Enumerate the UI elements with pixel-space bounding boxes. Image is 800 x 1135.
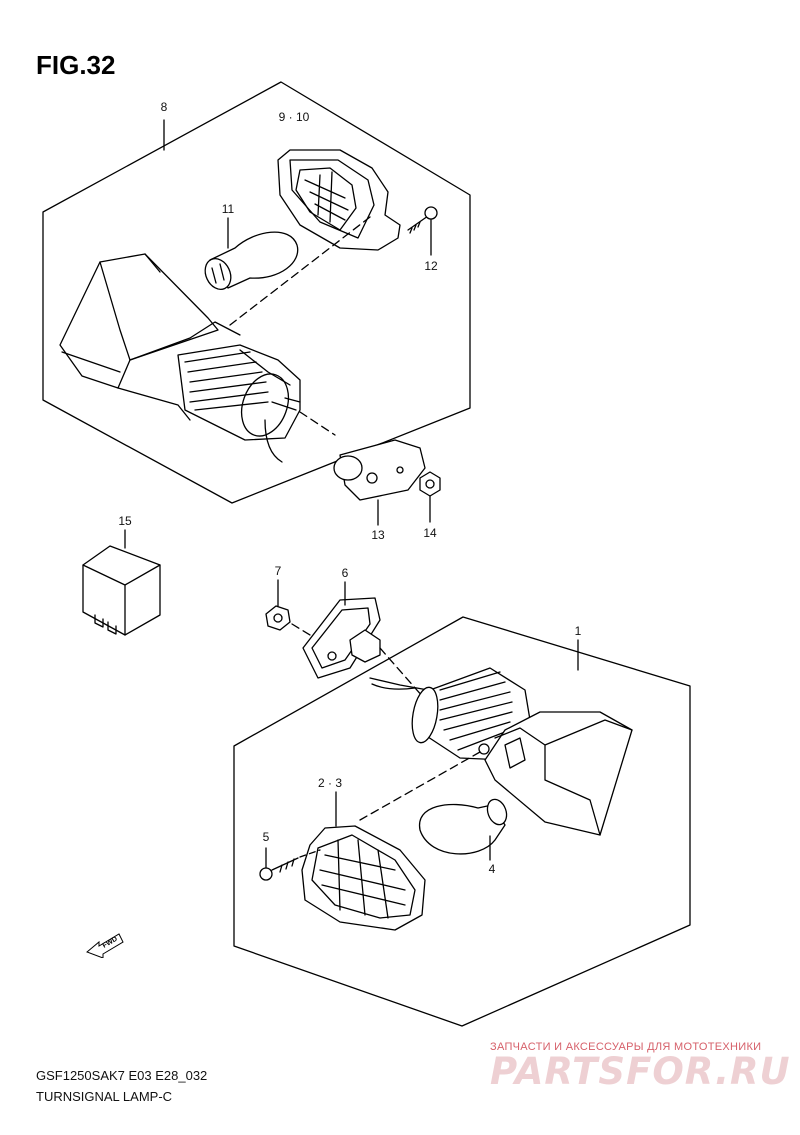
callout-7: 7: [274, 564, 282, 578]
callout-4: 4: [488, 862, 496, 876]
upper-gasket: [333, 439, 426, 526]
forward-direction-icon: FWD: [85, 928, 125, 963]
lower-screw: [259, 847, 321, 881]
lower-nut: [265, 579, 316, 639]
upper-assembly-frame: [42, 81, 471, 504]
upper-lamp-housing: [59, 253, 336, 463]
callout-6: 6: [341, 566, 349, 580]
turn-signal-relay: [82, 529, 161, 636]
callout-14: 14: [423, 526, 437, 540]
diagram-name: TURNSIGNAL LAMP-C: [36, 1089, 173, 1104]
lower-bulb: [419, 798, 508, 861]
watermark-logo: PARTSFOR.RU: [490, 1050, 791, 1093]
figure-title: FIG.32: [36, 50, 116, 80]
upper-nut: [419, 471, 441, 523]
callout-2-3: 2 · 3: [317, 776, 342, 790]
model-code: GSF1250SAK7 E03 E28_032: [36, 1068, 208, 1083]
watermark-tagline: ЗАПЧАСТИ И АКСЕССУАРЫ ДЛЯ МОТОТЕХНИКИ: [490, 1041, 762, 1053]
lower-lens: [301, 791, 426, 931]
callout-11: 11: [221, 202, 235, 216]
callout-9-10: 9 · 10: [278, 110, 310, 124]
lower-assembly-frame: [233, 616, 691, 1027]
callout-15: 15: [118, 514, 132, 528]
upper-screw: [407, 206, 438, 256]
callout-5: 5: [262, 830, 270, 844]
upper-bulb: [204, 217, 299, 291]
upper-lens: [229, 149, 401, 326]
callout-1: 1: [574, 624, 582, 638]
lower-gasket: [302, 581, 431, 706]
callout-8: 8: [160, 100, 168, 114]
callout-13: 13: [371, 528, 385, 542]
callout-12: 12: [424, 259, 438, 273]
lower-lamp-housing: [359, 667, 633, 836]
